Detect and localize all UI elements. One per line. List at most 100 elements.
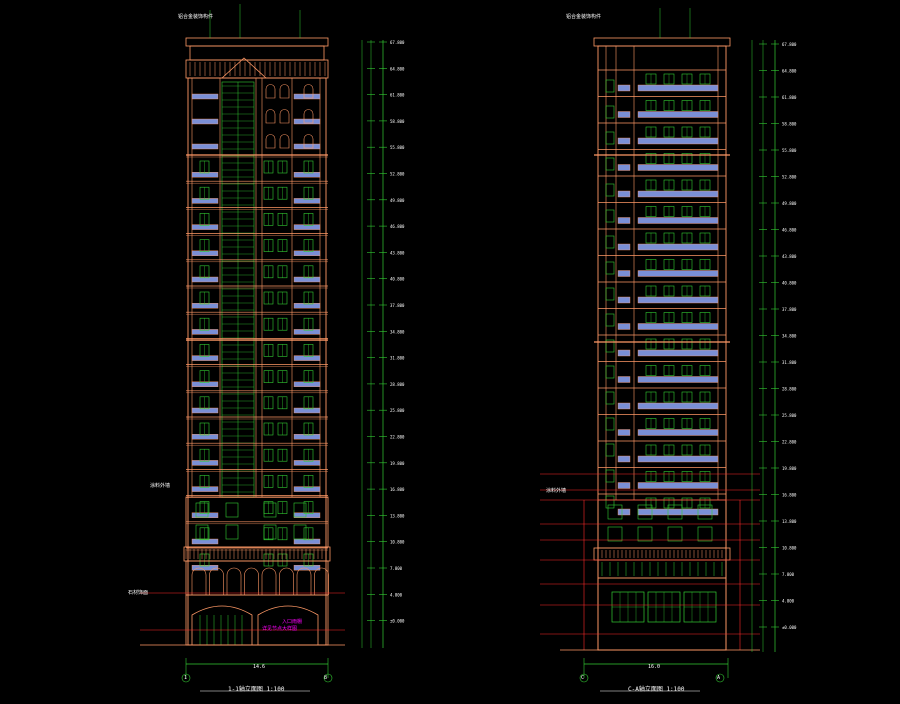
strip-window — [605, 313, 615, 327]
balcony — [637, 217, 719, 224]
elevation-mark-text: 22.800 — [390, 435, 405, 440]
right-axis-a: A — [717, 675, 721, 681]
arcade-arch — [279, 567, 294, 595]
balcony — [637, 270, 719, 277]
balcony — [191, 303, 219, 309]
strip-window — [605, 105, 615, 119]
podium-window — [667, 526, 683, 542]
balcony — [293, 329, 321, 335]
side-balcony — [617, 429, 631, 436]
podium-window — [607, 526, 623, 542]
strip-window — [605, 209, 615, 223]
strip-window — [605, 183, 615, 197]
balcony — [637, 402, 719, 410]
side-balcony — [617, 455, 631, 463]
side-balcony — [617, 243, 631, 251]
elevation-mark-text: 61.800 — [782, 95, 797, 100]
podium-window — [637, 504, 653, 520]
balcony — [637, 296, 719, 304]
elevation-mark-text: 64.800 — [390, 66, 405, 71]
arched-window — [279, 84, 290, 99]
roof-gable — [221, 57, 267, 79]
podium-window — [637, 526, 653, 542]
side-balcony — [617, 323, 631, 330]
left-bottom-note: 石材饰面 — [128, 590, 149, 596]
balcony — [191, 512, 219, 518]
elevation-mark-text: 10.800 — [782, 546, 797, 551]
roof-parapet — [593, 37, 731, 47]
arched-window — [303, 84, 314, 99]
strip-window — [605, 417, 615, 431]
elevation-mark-text: 10.800 — [390, 540, 405, 545]
balcony — [293, 381, 321, 387]
elevation-mark-text: 58.800 — [782, 122, 797, 127]
elevation-mark-text: 22.800 — [782, 440, 797, 445]
axis-bubble — [181, 673, 191, 683]
balcony — [191, 250, 219, 257]
balcony — [293, 538, 321, 545]
elevation-mark-text: 13.800 — [782, 519, 797, 524]
strip-window — [605, 157, 615, 171]
elevation-mark-text: 34.800 — [390, 329, 405, 334]
entrance-arch — [191, 605, 253, 645]
elevation-mark-text: 64.800 — [782, 69, 797, 74]
podium-window — [293, 502, 307, 518]
elevation-mark-text: 16.800 — [390, 487, 405, 492]
side-balcony — [617, 84, 631, 92]
balcony — [191, 276, 219, 283]
strip-window — [605, 287, 615, 301]
arcade-arch — [226, 567, 242, 595]
podium-window — [667, 504, 683, 520]
right-elevation-title: C-A轴立面图 1:100 — [628, 686, 685, 693]
podium-window — [697, 526, 713, 542]
strip-window — [605, 443, 615, 457]
strip-window — [605, 339, 615, 353]
balcony — [637, 243, 719, 251]
arched-window — [265, 134, 276, 149]
elevation-mark-text: ±0.000 — [782, 625, 797, 630]
elevation-mark-text: 46.800 — [390, 224, 405, 229]
balcony — [637, 164, 719, 171]
strip-window — [605, 469, 615, 483]
elevation-mark-text: 49.800 — [782, 201, 797, 206]
left-axis-8: 8 — [324, 675, 328, 681]
elevation-mark-text: 67.800 — [390, 40, 405, 45]
arched-window — [303, 134, 314, 149]
balcony — [637, 482, 719, 489]
balcony — [191, 224, 219, 230]
elevation-mark-text: 40.800 — [782, 281, 797, 286]
balcony — [293, 276, 321, 283]
arcade-arch — [244, 567, 259, 595]
balcony — [637, 429, 719, 436]
elevation-mark-text: 49.800 — [390, 198, 405, 203]
balcony — [637, 190, 719, 198]
balcony — [191, 486, 219, 492]
elevation-mark-text: 28.800 — [390, 382, 405, 387]
strip-window — [605, 391, 615, 405]
elevation-mark-text: 4.800 — [782, 599, 795, 604]
right-width-dim: 16.0 — [648, 664, 661, 670]
elevation-mark-text: 67.800 — [782, 42, 797, 47]
strip-window — [605, 261, 615, 275]
balcony — [637, 376, 719, 383]
balcony — [191, 143, 219, 150]
left-entrance-note-2: 详见节点大样图 — [262, 626, 298, 632]
side-balcony — [617, 296, 631, 304]
podium-window — [697, 504, 713, 520]
arcade-arch — [261, 567, 277, 595]
elevation-mark-text: 37.800 — [782, 307, 797, 312]
arched-window — [279, 134, 290, 149]
balcony — [191, 355, 219, 361]
elevation-mark-text: 31.800 — [390, 356, 405, 361]
elevation-mark-text: 46.800 — [782, 228, 797, 233]
balcony — [637, 508, 719, 516]
elevation-mark-text: 43.800 — [782, 254, 797, 259]
side-balcony — [617, 217, 631, 224]
balcony — [293, 460, 321, 466]
right-mid-note: 涂料外墙 — [546, 488, 567, 494]
elevation-mark-text: 55.800 — [390, 145, 405, 150]
elevation-mark-text: 19.800 — [390, 461, 405, 466]
balcony — [191, 565, 219, 571]
